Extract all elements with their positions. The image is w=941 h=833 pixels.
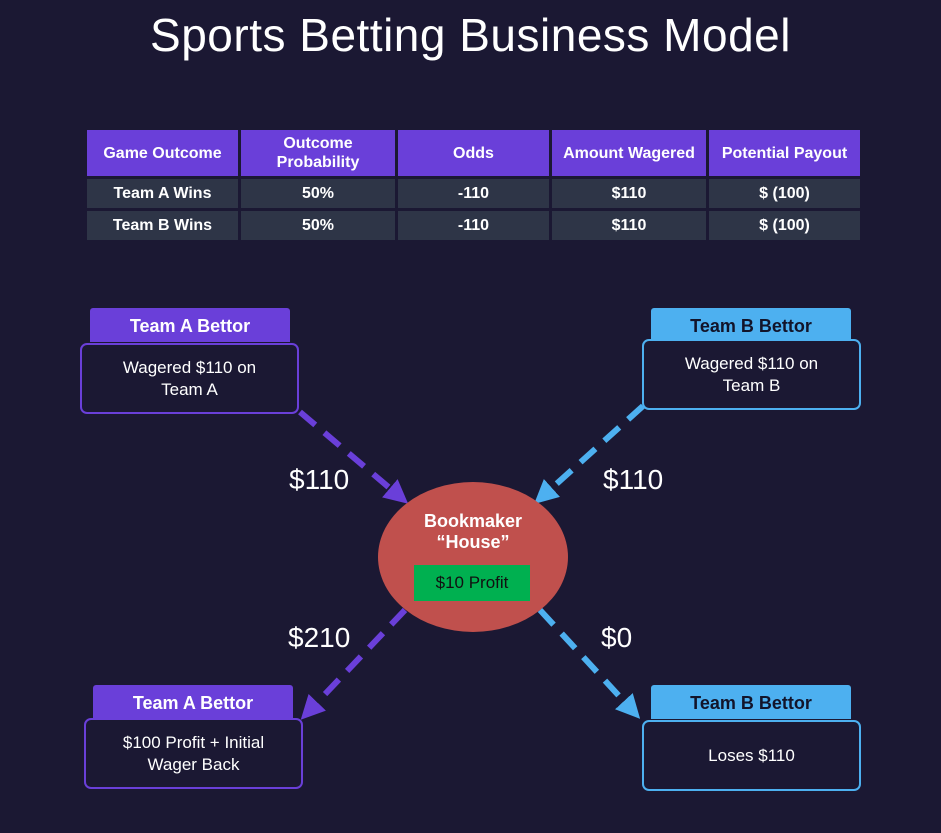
team-a-wager-text: Wagered $110 on Team A xyxy=(122,357,257,399)
team-b-bettor-label-top: Team B Bettor xyxy=(651,308,851,342)
header-outcome-probability: Outcome Probability xyxy=(241,130,395,176)
team-a-result-text: $100 Profit + Initial Wager Back xyxy=(122,732,265,774)
table-cell: Team B Wins xyxy=(87,211,238,240)
team-a-result-box: $100 Profit + Initial Wager Back xyxy=(84,718,303,789)
flow-amount-team-a-in: $110 xyxy=(289,464,350,495)
team-b-result-box: Loses $110 xyxy=(642,720,861,791)
table-cell: Team A Wins xyxy=(87,179,238,208)
table-cell: 50% xyxy=(241,179,395,208)
arrow-team-a-to-house xyxy=(298,409,409,504)
arrow-house-to-team-b xyxy=(537,607,641,719)
team-a-bettor-label-top: Team A Bettor xyxy=(90,308,290,342)
team-b-wager-box: Wagered $110 on Team B xyxy=(642,339,861,410)
table-row: Team B Wins 50% -110 $110 $ (100) xyxy=(87,211,860,240)
house-profit-badge: $10 Profit xyxy=(414,565,530,601)
header-odds: Odds xyxy=(398,130,549,176)
table-cell: $110 xyxy=(552,179,706,208)
team-b-bettor-label-bottom: Team B Bettor xyxy=(651,685,851,719)
table-header-row: Game Outcome Outcome Probability Odds Am… xyxy=(87,130,860,176)
team-b-wager-text: Wagered $110 on Team B xyxy=(684,353,819,395)
arrow-team-b-to-house xyxy=(534,403,646,505)
header-game-outcome: Game Outcome xyxy=(87,130,238,176)
bookmaker-house-label: Bookmaker “House” xyxy=(378,511,568,553)
table-cell: $110 xyxy=(552,211,706,240)
team-a-wager-box: Wagered $110 on Team A xyxy=(80,343,299,414)
team-b-result-text: Loses $110 xyxy=(708,745,795,765)
table-cell: $ (100) xyxy=(709,179,860,208)
table-cell: -110 xyxy=(398,179,549,208)
table-cell: -110 xyxy=(398,211,549,240)
header-potential-payout: Potential Payout xyxy=(709,130,860,176)
table-cell: 50% xyxy=(241,211,395,240)
flow-amount-team-a-out: $210 xyxy=(288,622,351,653)
page-title: Sports Betting Business Model xyxy=(150,9,791,61)
table-cell: $ (100) xyxy=(709,211,860,240)
betting-table: Game Outcome Outcome Probability Odds Am… xyxy=(84,127,863,243)
flow-amount-team-b-in: $110 xyxy=(603,464,664,495)
flow-amount-team-b-out: $0 xyxy=(601,622,633,653)
bookmaker-house xyxy=(378,482,568,632)
table-row: Team A Wins 50% -110 $110 $ (100) xyxy=(87,179,860,208)
bookmaker-house-text: Bookmaker “House” xyxy=(423,511,523,552)
team-a-bettor-label-bottom: Team A Bettor xyxy=(93,685,293,719)
arrow-house-to-team-a xyxy=(300,607,408,720)
header-amount-wagered: Amount Wagered xyxy=(552,130,706,176)
